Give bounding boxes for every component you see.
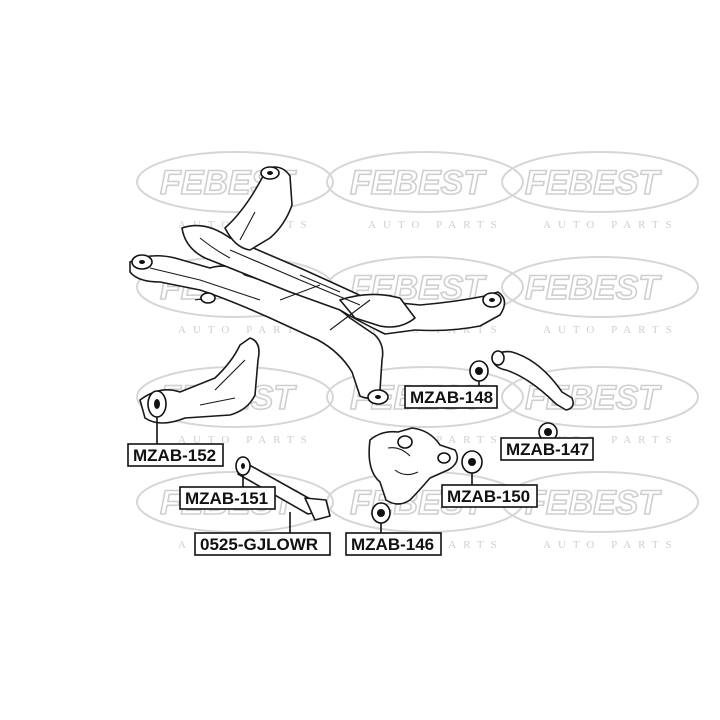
label-mzab-146: MZAB-146 <box>345 532 442 556</box>
svg-text:FEBEST: FEBEST <box>525 484 662 522</box>
upper-control-arm <box>491 350 574 411</box>
watermark-9: FEBEST AUTO PARTS <box>501 366 699 446</box>
svg-text:FEBEST: FEBEST <box>350 164 487 202</box>
svg-text:AUTO PARTS: AUTO PARTS <box>543 324 679 336</box>
svg-text:AUTO PARTS: AUTO PARTS <box>543 219 679 231</box>
svg-text:MZAB-148: MZAB-148 <box>410 388 493 407</box>
svg-text:AUTO PARTS: AUTO PARTS <box>368 219 504 231</box>
lateral-link <box>235 456 331 521</box>
rear-subframe <box>129 166 506 405</box>
svg-text:MZAB-150: MZAB-150 <box>447 487 530 506</box>
watermark-6: FEBEST AUTO PARTS <box>501 256 699 336</box>
label-mzab-150: MZAB-150 <box>441 484 538 508</box>
bushing-148 <box>469 360 489 382</box>
bushing-150 <box>461 450 483 474</box>
svg-text:FEBEST: FEBEST <box>525 164 662 202</box>
label-mzab-148: MZAB-148 <box>404 385 498 409</box>
svg-text:MZAB-151: MZAB-151 <box>185 489 268 508</box>
svg-text:AUTO PARTS: AUTO PARTS <box>178 434 314 446</box>
knuckle <box>368 427 459 505</box>
svg-text:MZAB-146: MZAB-146 <box>351 535 434 554</box>
watermark-12: FEBEST AUTO PARTS <box>501 471 699 551</box>
label-0525-gjlowr: 0525-GJLOWR <box>194 532 331 556</box>
label-mzab-151: MZAB-151 <box>179 486 276 510</box>
lower-control-arm <box>139 337 260 424</box>
svg-text:AUTO PARTS: AUTO PARTS <box>178 324 314 336</box>
label-mzab-152: MZAB-152 <box>127 443 224 467</box>
svg-text:FEBEST: FEBEST <box>525 269 662 307</box>
svg-text:AUTO PARTS: AUTO PARTS <box>543 539 679 551</box>
watermark-2: FEBEST AUTO PARTS <box>326 151 524 231</box>
svg-text:0525-GJLOWR: 0525-GJLOWR <box>200 535 318 554</box>
svg-text:MZAB-152: MZAB-152 <box>133 446 216 465</box>
bushing-146 <box>371 502 391 524</box>
svg-text:MZAB-147: MZAB-147 <box>506 440 589 459</box>
label-mzab-147: MZAB-147 <box>500 437 594 461</box>
watermark-3: FEBEST AUTO PARTS <box>501 151 699 231</box>
